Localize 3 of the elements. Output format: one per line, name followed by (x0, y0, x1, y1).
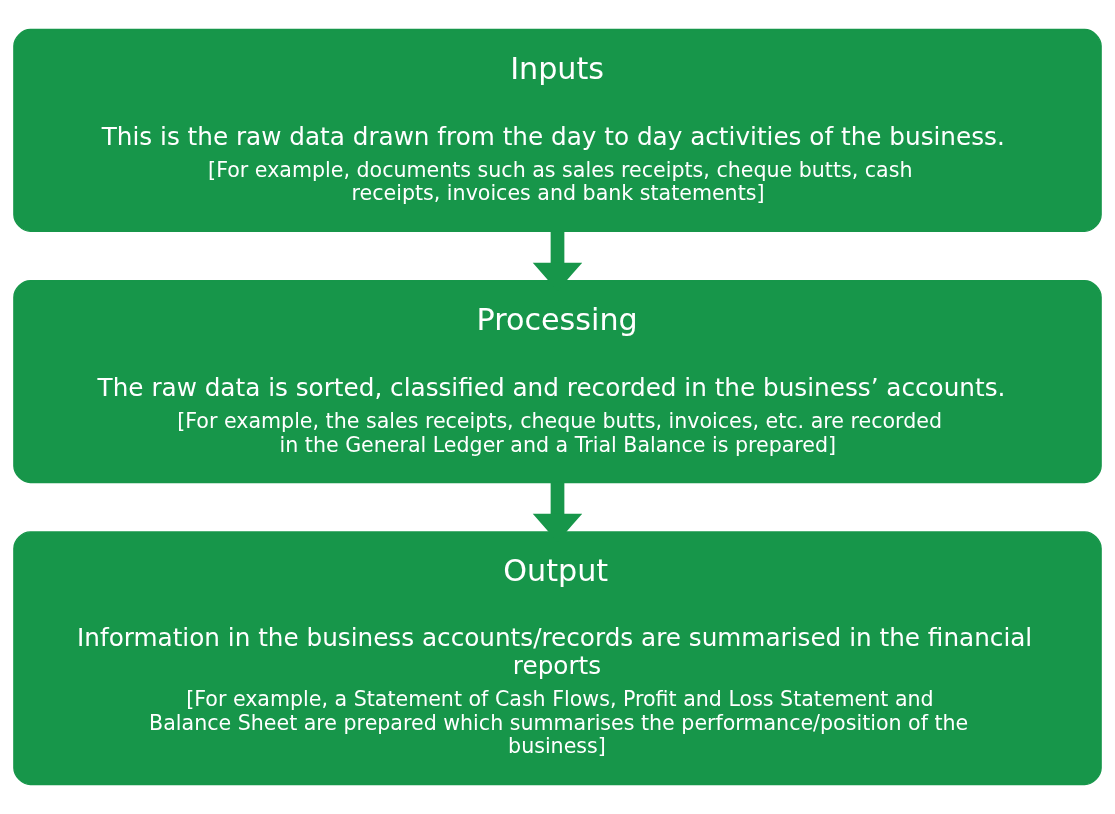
node-box: Output Information in the business accounts/records are summarised in the financial reports [For example, a Statement of Cash Flows, Profit and Loss Statement and Balance Sheet are prepared which summarises the performance/position of the business] (13, 531, 1102, 786)
node-box: Processing The raw data is sorted, classified and recorded in the business’ accounts. [For example, the sales receipts, cheque butts, invoices, etc. are recorded in the General Ledger and a Trial Balance is prepared] (13, 280, 1102, 484)
node-box: Inputs This is the raw data drawn from the day to day activities of the business. [For example, documents such as sales receipts, cheque butts, cash receipts, invoices and bank statements] (13, 28, 1102, 232)
